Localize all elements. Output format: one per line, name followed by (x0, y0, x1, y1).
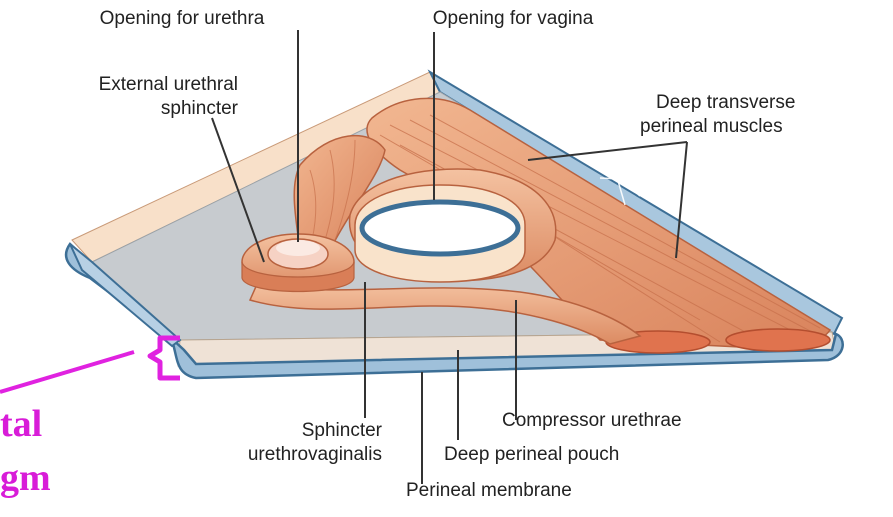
label-perineal-membrane: Perineal membrane (406, 480, 572, 502)
label-deep-transverse-1: Deep transverse (656, 92, 795, 114)
label-opening-urethra: Opening for urethra (62, 8, 302, 30)
label-deep-perineal-pouch: Deep perineal pouch (444, 444, 619, 466)
label-compressor-urethrae: Compressor urethrae (502, 410, 682, 432)
vaginal-opening (362, 202, 518, 254)
label-sphincter-uv-1: Sphincter (160, 420, 382, 442)
label-ext-urethral-1: External urethral (0, 74, 238, 96)
label-ext-urethral-2: sphincter (0, 98, 238, 120)
label-opening-vagina: Opening for vagina (408, 8, 618, 30)
muscle-cut-end-2 (726, 329, 830, 351)
annotation-line-2: gm (0, 458, 51, 498)
magenta-pointer (0, 352, 134, 392)
label-sphincter-uv-2: urethrovaginalis (160, 444, 382, 466)
urethral-opening-inner (276, 240, 320, 256)
annotation-line-1: tal (0, 404, 42, 444)
label-deep-transverse-2: perineal muscles (640, 116, 783, 138)
